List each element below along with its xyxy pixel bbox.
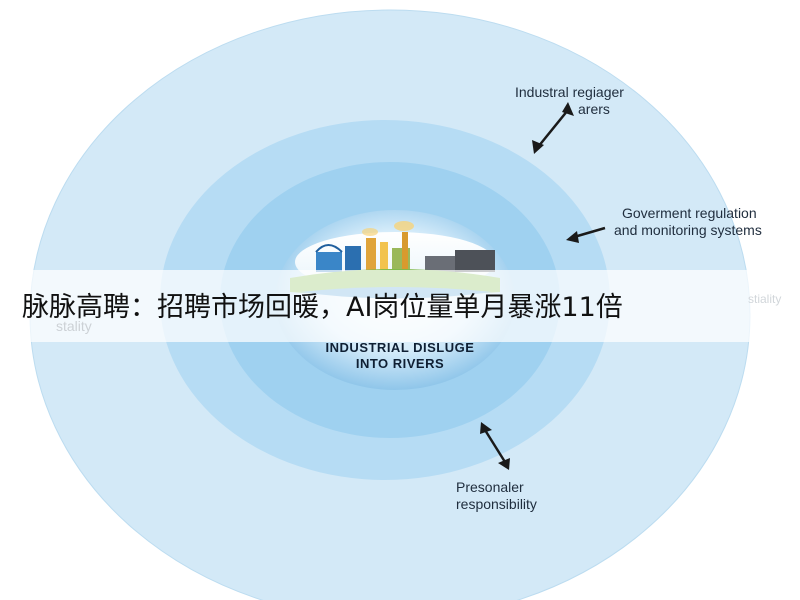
label-monitoring-systems: and monitoring systems	[614, 222, 762, 238]
label-presonaler: Presonaler	[456, 479, 524, 495]
label-arers: arers	[578, 101, 610, 117]
center-title-line-1: INDUSTRIAL DISLUGE	[325, 340, 475, 355]
headline-banner	[0, 270, 800, 342]
label-industrial-regiager: Industral regiager	[515, 84, 624, 100]
label-goverment-regulation: Goverment regulation	[622, 205, 757, 221]
center-title-line-2: INTO RIVERS	[355, 356, 445, 371]
arrow-bottom	[480, 422, 510, 470]
arrow-top-right	[532, 102, 574, 154]
headline-text: 脉脉高聘：招聘市场回暖，AI岗位量单月暴涨11倍	[22, 292, 623, 323]
label-responsibility: responsibility	[456, 496, 537, 512]
arrow-right	[566, 226, 606, 243]
